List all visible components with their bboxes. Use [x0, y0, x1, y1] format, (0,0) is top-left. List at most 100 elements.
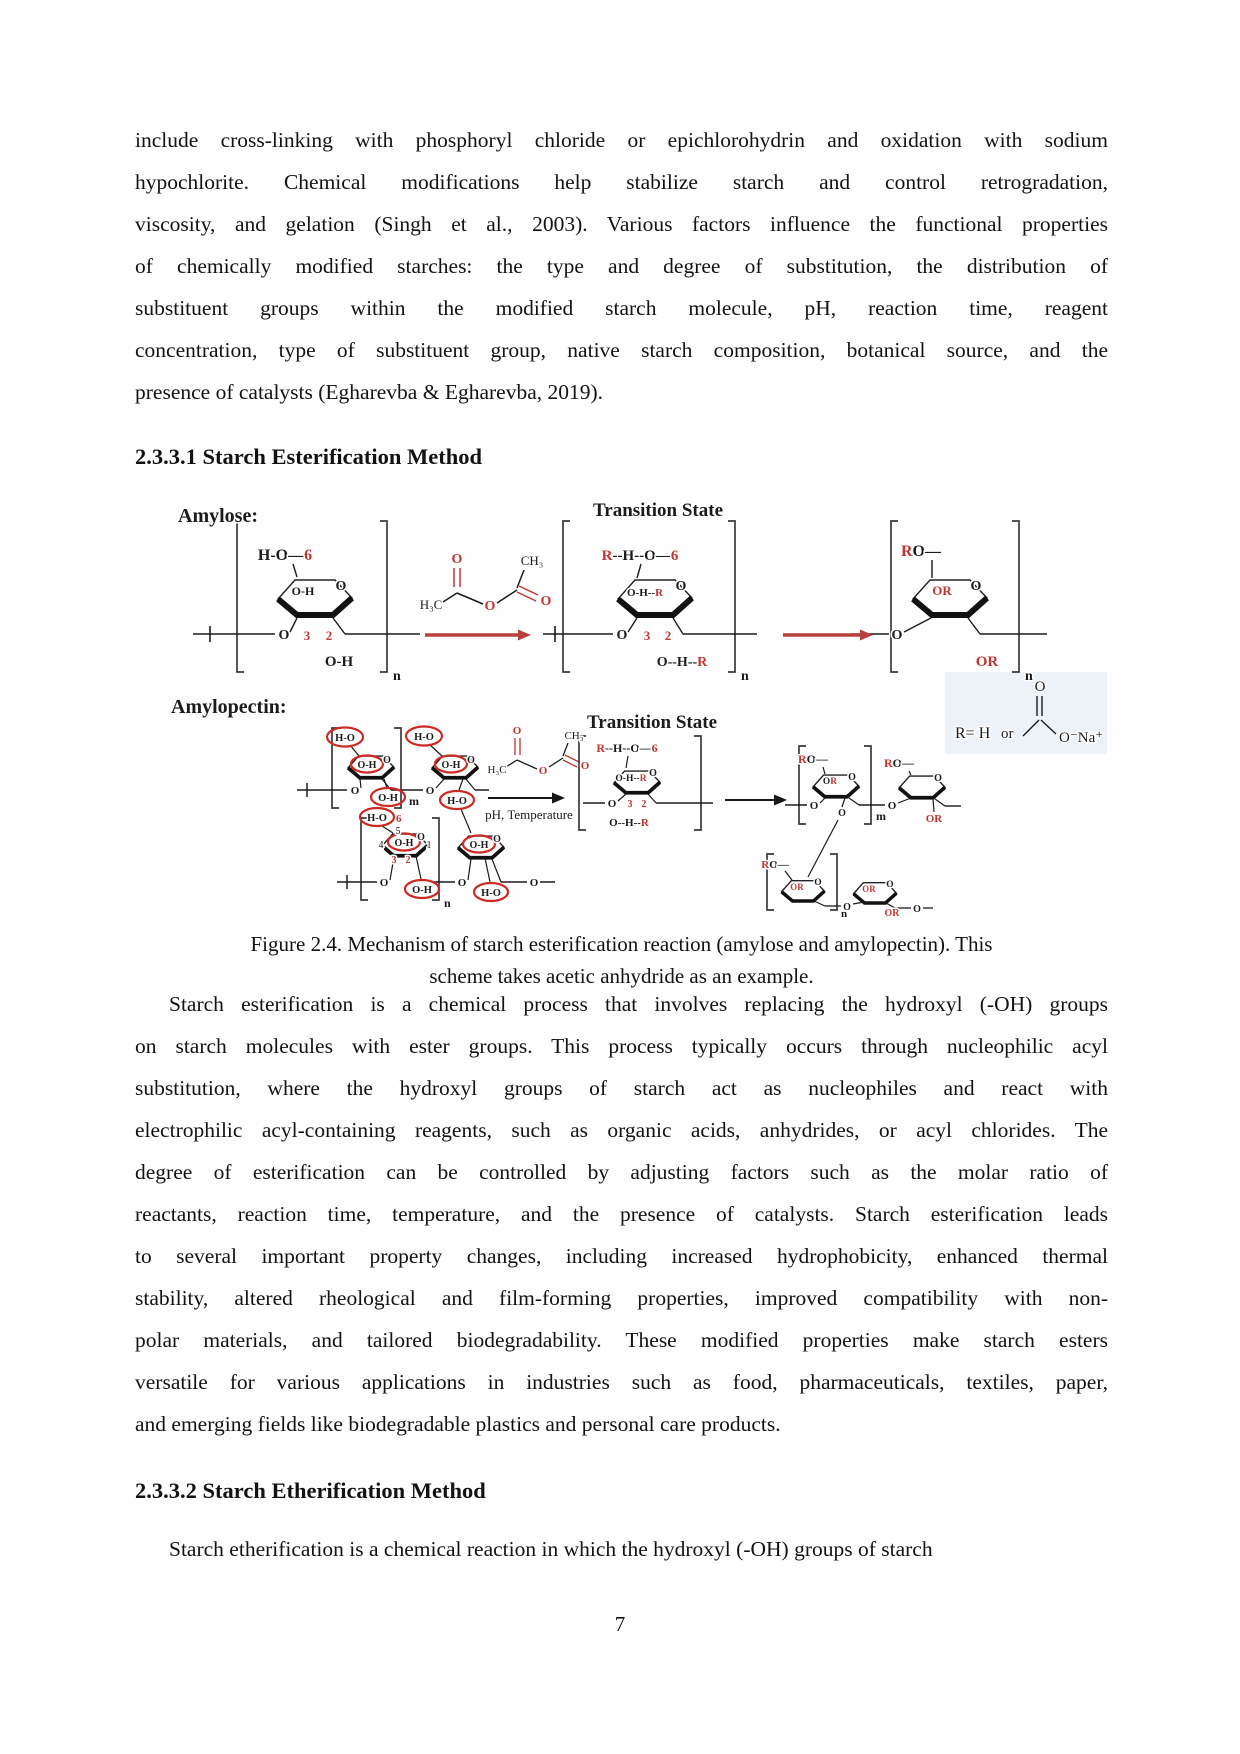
- figure-prim-t: 3: [304, 628, 311, 643]
- figure-prim-b: [360, 817, 368, 901]
- figure-prim-b: [830, 853, 838, 911]
- text-line: substitution, where the hydroxyl groups …: [135, 1076, 1108, 1100]
- figure-prim-t: O: [649, 768, 657, 779]
- figure-prim-t: O: [608, 798, 617, 810]
- figure-prim-b: [798, 745, 806, 825]
- figure-prim-t: OR: [862, 884, 876, 894]
- figure-prim-t: CH₃: [564, 730, 583, 742]
- figure-prim-t: R--H--O—6: [596, 741, 657, 755]
- figure-prim-t: O: [530, 877, 539, 889]
- text-line: of chemically modified starches: the typ…: [135, 254, 1108, 278]
- section-heading-esterification: 2.3.3.1 Starch Esterification Method: [135, 444, 483, 469]
- figure-prim-g: [911, 579, 990, 618]
- figure-prim-l: [822, 766, 826, 775]
- figure-prim-t: Transition State: [587, 712, 717, 733]
- figure-prim-t: O-H: [378, 793, 398, 804]
- text-line: Starch esterification is a chemical proc…: [169, 992, 1108, 1016]
- figure-prim-b: [380, 520, 388, 673]
- figure-prim-l: [1022, 719, 1040, 737]
- text-line: and emerging fields like biodegradable p…: [135, 1412, 781, 1436]
- figure-prim-l: [908, 770, 912, 776]
- figure-prim-t: O: [886, 880, 893, 890]
- figure-prim-l: [292, 563, 298, 578]
- figure-prim-g: [616, 579, 695, 618]
- figure-prim-l: [428, 743, 443, 757]
- figure-prim-e: [403, 878, 441, 900]
- figure-prim-b: [578, 735, 586, 831]
- figure-prim-l: [548, 757, 564, 768]
- figure-prim-l: [617, 793, 627, 802]
- text-line: concentration, type of substituent group…: [135, 338, 1108, 362]
- figure-prim-t: OR: [884, 908, 900, 919]
- figure-prim-e: [349, 754, 385, 774]
- figure-prim-g: [612, 770, 662, 795]
- figure-prim-l: [813, 900, 826, 907]
- figure-prim-t: O: [676, 579, 687, 594]
- figure-prim-t: OR: [926, 813, 944, 825]
- figure-prim-t: O: [485, 599, 496, 614]
- paragraph-esterification: Starch esterification is a chemical proc…: [135, 983, 1108, 1445]
- figure-prim-t: O: [383, 755, 391, 766]
- figure-prim-l: [442, 592, 458, 603]
- text-line: Figure 2.4. Mechanism of starch esterifi…: [250, 932, 993, 956]
- figure-prim-b: [766, 853, 774, 911]
- figure-prim-t: O: [913, 904, 921, 915]
- figure-prim-l: [389, 856, 395, 881]
- figure-prim-t: O-H: [292, 584, 315, 598]
- figure-prim-a: [488, 792, 565, 804]
- figure-prim-a: [425, 629, 531, 641]
- figure-prim-t: O: [617, 628, 628, 643]
- paragraph-etherification: Starch etherification is a chemical reac…: [135, 1528, 1108, 1570]
- figure-prim-t: O: [336, 579, 347, 594]
- figure-prim-l: [807, 819, 839, 878]
- figure-prim-t: O: [581, 760, 590, 772]
- figure-prim-t: O: [810, 800, 819, 812]
- figure-prim-t: pH, Temperature: [485, 807, 573, 822]
- figure-prim-t: O: [513, 725, 522, 737]
- figure-prim-l: [562, 759, 578, 768]
- figure-prim-b: [864, 745, 872, 825]
- figure-prim-t: O: [279, 628, 290, 643]
- text-line: reactants, reaction time, temperature, a…: [135, 1202, 1108, 1226]
- figure-prim-l: [516, 591, 537, 602]
- figure-prim-l: [627, 617, 638, 633]
- figure-prim-l: [415, 855, 422, 880]
- figure-prim-t: O: [467, 755, 475, 766]
- figure-prim-t: H-O: [481, 888, 501, 899]
- text-line: degree of esterification can be controll…: [135, 1160, 1108, 1184]
- figure-prim-t: R= H: [955, 725, 991, 742]
- figure-prim-t: H-O: [335, 733, 355, 744]
- text-line: substituent groups within the modified s…: [135, 296, 1108, 320]
- figure-prim-t: 2: [406, 855, 411, 866]
- figure-prim-l: [841, 797, 846, 808]
- figure-prim-t: n: [444, 896, 451, 910]
- figure-prim-t: 4: [379, 840, 384, 851]
- figure-prim-l: [518, 585, 539, 596]
- figure-prim-t: OR: [976, 654, 999, 670]
- figure-prim-b: [432, 817, 440, 901]
- text-line: on starch molecules with ester groups. T…: [135, 1034, 1108, 1058]
- figure-prim-t: O: [843, 902, 851, 913]
- figure-prim-t: RO—: [798, 752, 829, 766]
- page-number: 7: [614, 1612, 626, 1636]
- figure-prim-l: [359, 778, 362, 789]
- paragraph-intro: include cross-linking with phosphoryl ch…: [135, 119, 1108, 413]
- figure-prim-e: [433, 754, 469, 774]
- figure-prim-g: [276, 579, 355, 618]
- figure-prim-l: [819, 797, 826, 804]
- figure-prim-l: [491, 858, 502, 883]
- figure-prim-t: O: [351, 785, 360, 797]
- figure-prim-b: [1012, 520, 1020, 673]
- figure-prim-t: O: [1035, 679, 1046, 695]
- figure-prim-l: [505, 759, 518, 768]
- figure-prim-t: m: [409, 794, 419, 808]
- figure-prim-t: Amylose:: [178, 505, 258, 527]
- figure-prim-g: [456, 835, 506, 860]
- figure-prim-l: [465, 778, 476, 791]
- figure-prim-t: O-H: [412, 885, 432, 896]
- text-line: polar materials, and tailored biodegrada…: [135, 1328, 1108, 1352]
- figure-prim-e: [472, 881, 510, 903]
